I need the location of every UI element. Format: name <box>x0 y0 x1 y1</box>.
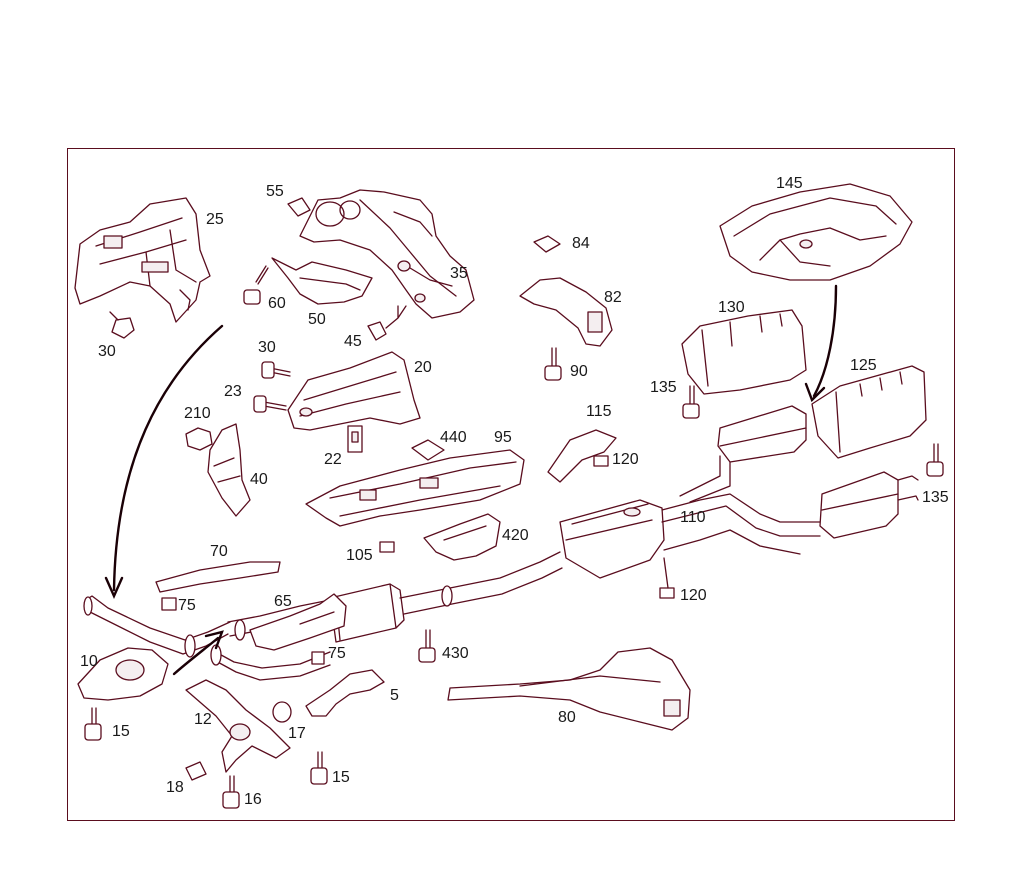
part-60-bolt <box>243 265 269 305</box>
part-12-bracket <box>185 679 291 773</box>
part-440-nut <box>411 439 445 461</box>
part-23-bolt <box>253 395 287 413</box>
callout-15b: 15 <box>332 769 350 786</box>
part-135b-bolt <box>926 443 944 477</box>
part-115-bracket <box>547 429 617 483</box>
callout-5: 5 <box>390 687 399 704</box>
callout-105: 105 <box>346 547 373 564</box>
callout-15a: 15 <box>112 723 130 740</box>
part-75b-nut <box>311 651 325 665</box>
callout-17: 17 <box>288 725 306 742</box>
callout-55: 55 <box>266 183 284 200</box>
callout-110: 110 <box>680 509 706 526</box>
part-420-bracket <box>423 513 501 561</box>
part-35-heat-shield <box>299 189 475 319</box>
part-120b-nut <box>659 557 675 599</box>
callout-210: 210 <box>184 405 211 422</box>
callout-20: 20 <box>414 359 432 376</box>
callout-25: 25 <box>206 211 224 228</box>
part-18-clip <box>185 761 207 781</box>
part-145-heat-shield <box>719 183 913 281</box>
callout-18: 18 <box>166 779 184 796</box>
callout-84: 84 <box>572 235 590 252</box>
callout-16: 16 <box>244 791 262 808</box>
callout-75b: 75 <box>328 645 346 662</box>
part-120a-nut <box>593 455 609 467</box>
callout-50: 50 <box>308 311 326 328</box>
part-90-bolt <box>544 347 562 381</box>
part-16-bolt <box>222 775 240 809</box>
part-84-nut <box>533 235 561 253</box>
part-50-heat-shield <box>271 257 373 305</box>
part-40-heat-shield <box>207 423 251 517</box>
part-105-nut <box>379 541 395 553</box>
callout-30b: 30 <box>258 339 276 356</box>
callout-125: 125 <box>850 357 877 374</box>
part-10-bracket <box>77 647 169 701</box>
part-30b-bolt <box>261 361 291 379</box>
part-22-bracket <box>347 425 363 453</box>
callout-75a: 75 <box>178 597 196 614</box>
part-15b-bolt <box>310 751 328 785</box>
callout-70: 70 <box>210 543 228 560</box>
callout-120a: 120 <box>612 451 639 468</box>
part-55-nut <box>287 197 311 217</box>
part-430-bolt <box>418 629 436 663</box>
callout-145: 145 <box>776 175 803 192</box>
callout-labels: 25 30 55 35 60 50 45 84 82 90 145 130 12… <box>80 175 949 808</box>
callout-60: 60 <box>268 295 286 312</box>
part-95-heat-shield <box>305 449 525 527</box>
callout-95: 95 <box>494 429 512 446</box>
callout-120b: 120 <box>680 587 707 604</box>
part-65-bracket <box>249 593 347 651</box>
part-15a-bolt <box>84 707 102 741</box>
part-70-bracket <box>155 561 281 593</box>
callout-10: 10 <box>80 653 98 670</box>
part-20-heat-shield <box>287 351 421 431</box>
part-125-heat-shield <box>811 365 927 459</box>
callout-35: 35 <box>450 265 468 282</box>
part-17-nut <box>272 701 292 723</box>
callout-23: 23 <box>224 383 242 400</box>
callout-45: 45 <box>344 333 362 350</box>
callout-40: 40 <box>250 471 268 488</box>
callout-65: 65 <box>274 593 292 610</box>
part-75a-nut <box>161 597 177 611</box>
callout-440: 440 <box>440 429 467 446</box>
callout-82: 82 <box>604 289 622 306</box>
part-25-heat-shield <box>74 197 211 323</box>
diagram-frame <box>67 148 955 821</box>
callout-22: 22 <box>324 451 342 468</box>
callout-430: 430 <box>442 645 469 662</box>
callout-115: 115 <box>586 403 612 420</box>
callout-80: 80 <box>558 709 576 726</box>
callout-30a: 30 <box>98 343 116 360</box>
part-30a-clip <box>109 311 135 339</box>
part-130-heat-shield <box>681 309 807 395</box>
part-135a-bolt <box>682 385 700 419</box>
callout-135b: 135 <box>922 489 949 506</box>
exhaust-pipe-assembly <box>83 405 919 681</box>
part-210-clip <box>185 427 213 451</box>
assembly-arrows <box>104 284 838 676</box>
callout-420: 420 <box>502 527 529 544</box>
callout-12: 12 <box>194 711 212 728</box>
callout-130: 130 <box>718 299 745 316</box>
part-80-heat-shield <box>447 647 691 731</box>
part-82-bracket <box>519 277 613 347</box>
callout-90: 90 <box>570 363 588 380</box>
part-45-clip <box>367 305 407 341</box>
part-5-bracket <box>305 669 385 717</box>
callout-135a: 135 <box>650 379 677 396</box>
